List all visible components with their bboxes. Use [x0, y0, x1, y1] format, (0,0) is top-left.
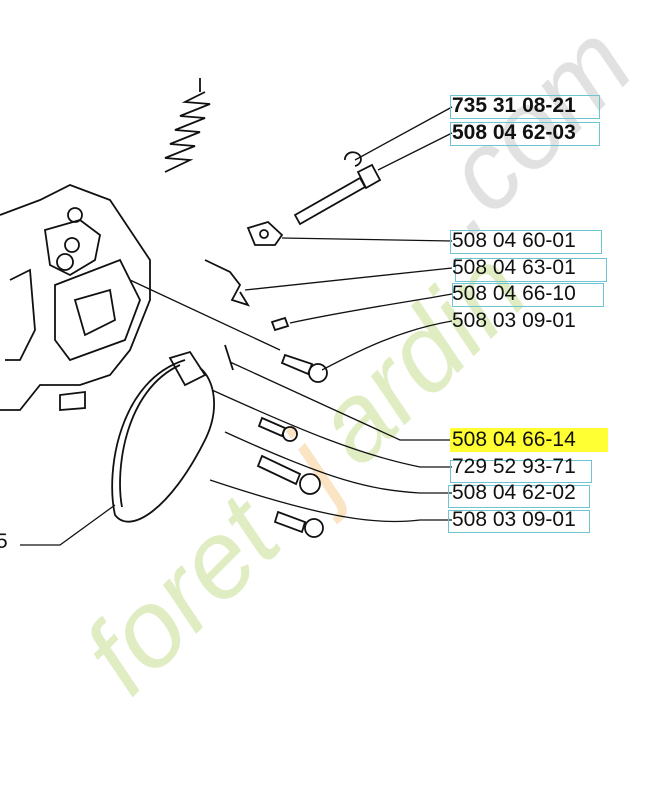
long-bolt [293, 163, 382, 226]
screw-c [273, 510, 324, 538]
small-pin [224, 344, 234, 371]
part-box [455, 258, 607, 282]
part-number[interactable]: 508 03 09-01 [452, 309, 576, 332]
screw-a [257, 416, 298, 442]
highlight-marker [450, 428, 608, 452]
spring [164, 78, 211, 173]
plate [246, 220, 284, 246]
part-number-highlighted[interactable]: 508 04 66-14 [452, 428, 576, 451]
part-box [450, 122, 600, 146]
part-box [448, 485, 590, 508]
part-box [450, 95, 600, 119]
part-number[interactable]: 508 04 66-10 [452, 282, 576, 305]
part-box [450, 230, 602, 254]
part-number[interactable]: 508 03 09-01 [452, 508, 576, 531]
part-number[interactable]: 508 04 62-02 [452, 481, 576, 504]
screw-b [256, 454, 321, 495]
housing [0, 184, 151, 411]
part-number[interactable]: 508 04 63-01 [452, 256, 576, 279]
brake-band [111, 350, 215, 523]
part-box [448, 510, 590, 533]
part-number[interactable]: 735 31 08-21 [452, 94, 576, 117]
part-number[interactable]: 508 04 62-03 [452, 121, 576, 144]
screw-upper [280, 353, 328, 383]
spring-clip [204, 259, 251, 307]
side-label: 5 [0, 530, 8, 553]
part-number[interactable]: 729 52 93-71 [452, 455, 576, 478]
part-box [450, 460, 592, 483]
pin [270, 316, 290, 332]
leader-lines [20, 106, 453, 546]
svg-text:foret: foret [60, 471, 306, 717]
part-box [452, 283, 604, 307]
part-number[interactable]: 508 04 60-01 [452, 229, 576, 252]
circlip [344, 151, 362, 167]
